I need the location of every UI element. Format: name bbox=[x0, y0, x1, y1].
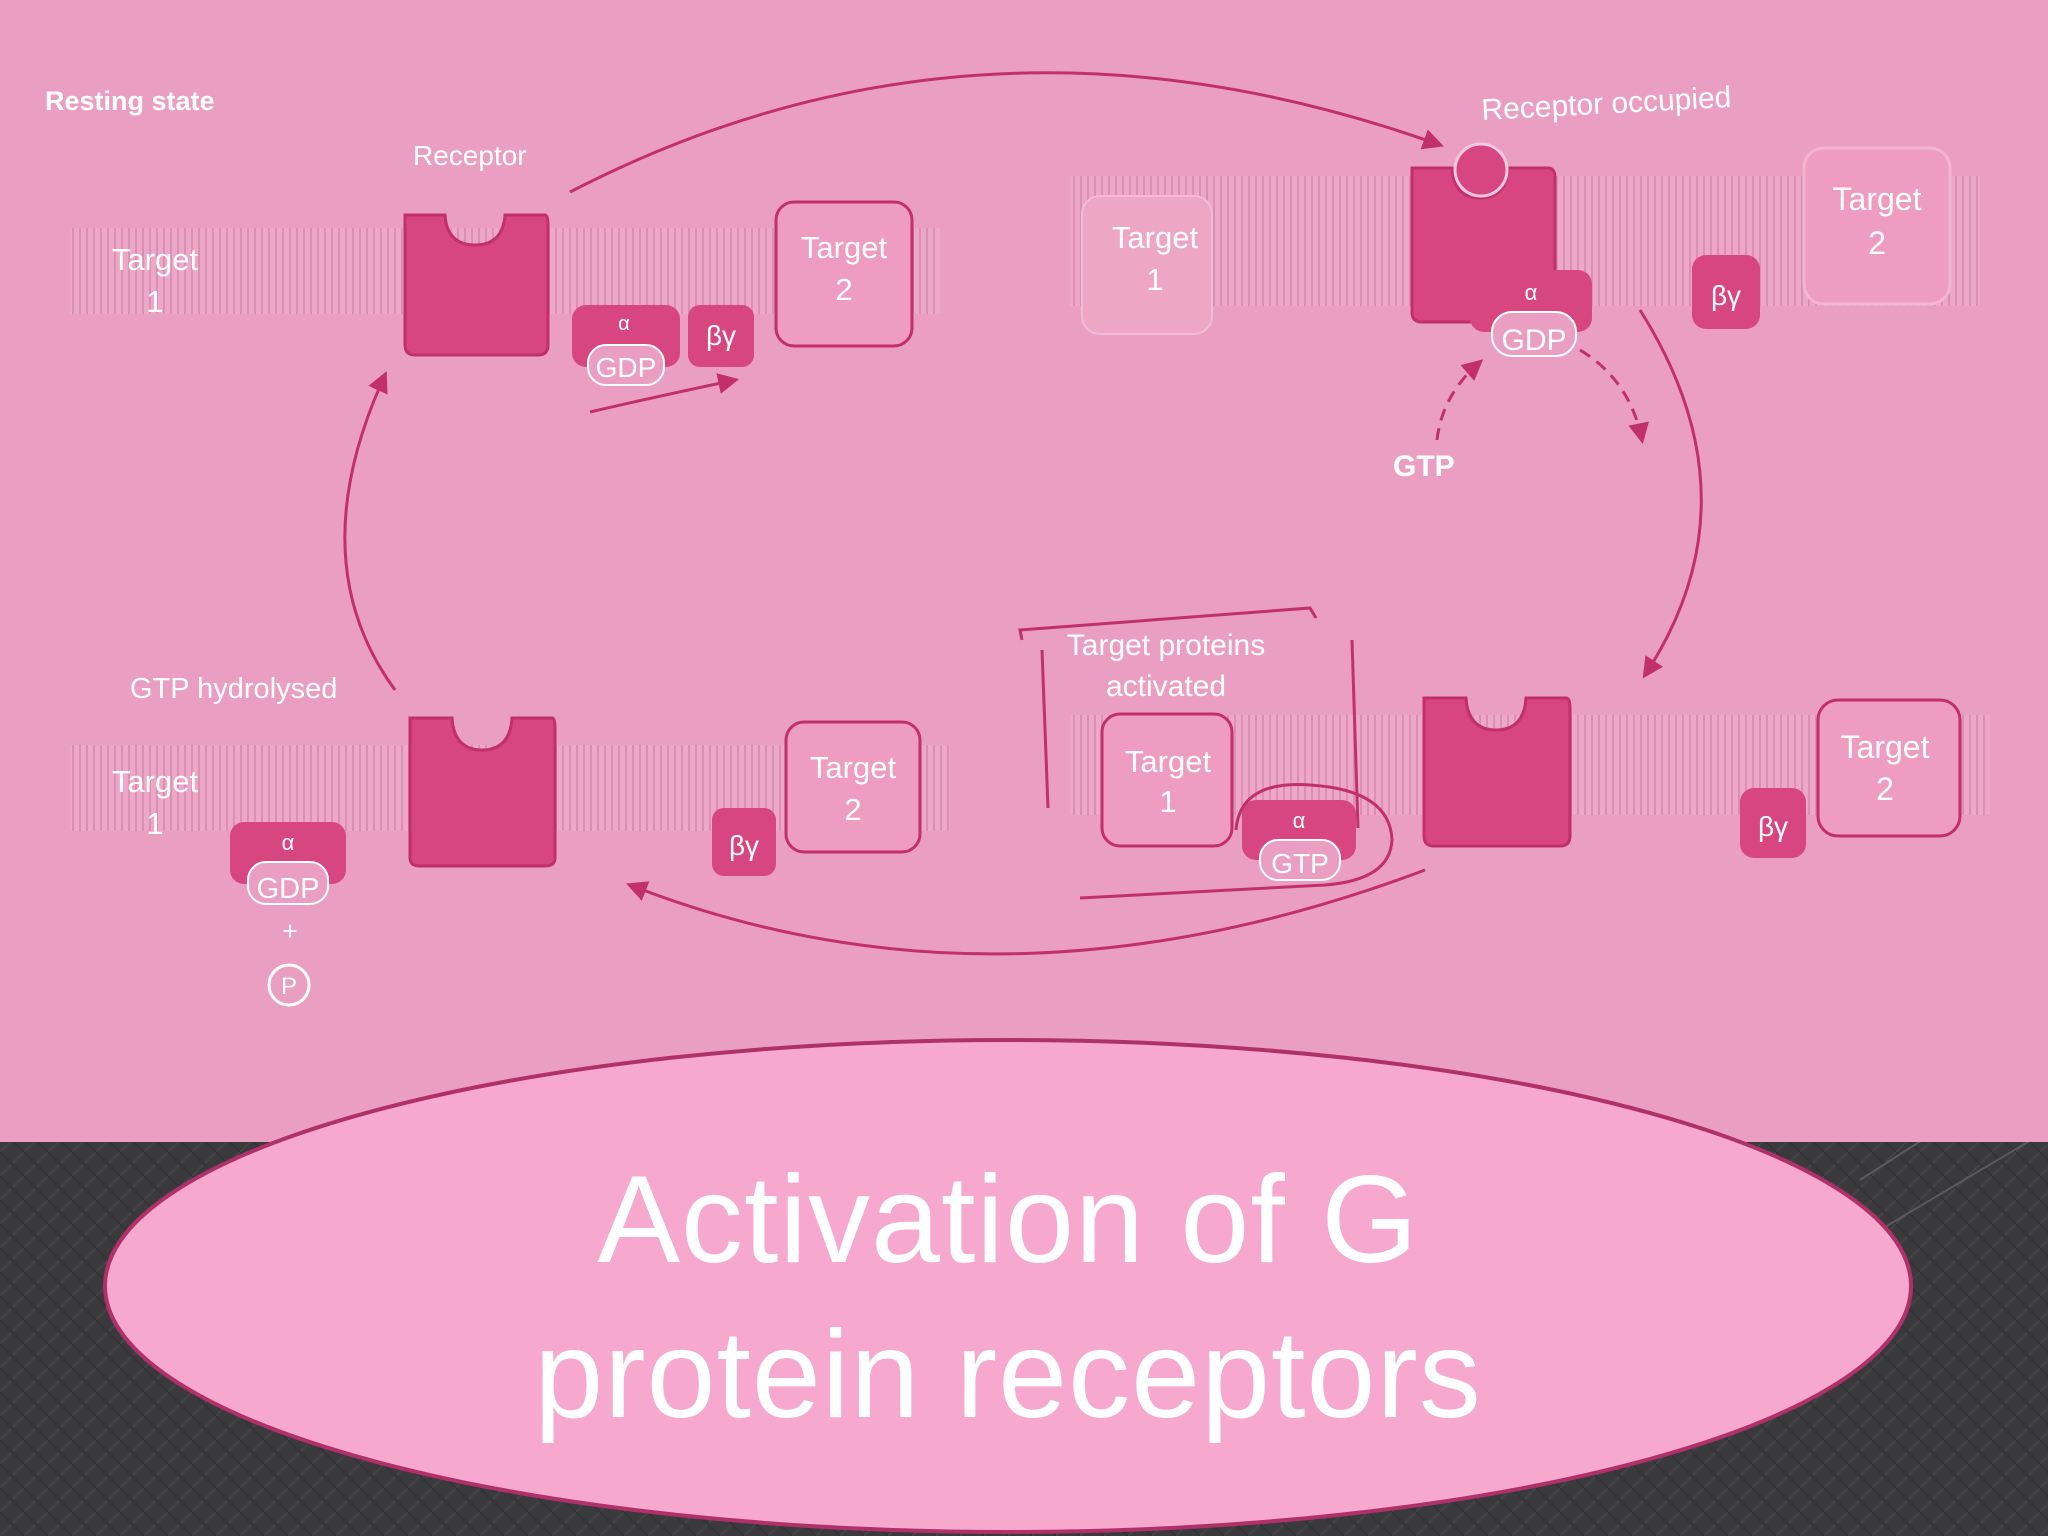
g-beta-gamma-resting: βγ bbox=[688, 305, 754, 367]
target-2-occupied: Target 2 bbox=[1802, 146, 1952, 306]
gtp-circle-mark bbox=[1079, 783, 1394, 900]
svg-text:1: 1 bbox=[1159, 784, 1176, 819]
svg-text:2: 2 bbox=[1876, 771, 1894, 807]
svg-text:P: P bbox=[281, 973, 297, 1000]
slide-title-line-1: Activation of G bbox=[597, 1151, 1419, 1289]
target-2-hydrolysed: Target 2 bbox=[784, 720, 922, 854]
g-beta-gamma-activated: βγ bbox=[1740, 788, 1806, 858]
svg-text:α: α bbox=[282, 830, 295, 855]
svg-text:βγ: βγ bbox=[729, 830, 759, 861]
target-2-activated: Target 2 bbox=[1816, 698, 1962, 838]
target-1-occupied: Target 1 bbox=[1081, 195, 1213, 335]
svg-text:GDP: GDP bbox=[1501, 324, 1566, 357]
arrow-left bbox=[343, 371, 397, 691]
g-beta-gamma-hydrolysed: βγ bbox=[712, 808, 776, 876]
arrow-top bbox=[569, 71, 1444, 194]
g-alpha-gdp-resting: α GDP bbox=[572, 305, 680, 386]
svg-text:βγ: βγ bbox=[1711, 280, 1741, 311]
svg-text:2: 2 bbox=[835, 272, 852, 307]
receptor-hydrolysed bbox=[408, 716, 557, 868]
svg-text:1: 1 bbox=[1146, 262, 1163, 297]
target-1-resting: Target 1 bbox=[112, 242, 199, 319]
svg-text:1: 1 bbox=[146, 284, 163, 319]
target-1-activated: Target 1 bbox=[1100, 712, 1234, 848]
receptor-activated bbox=[1422, 696, 1572, 848]
g-alpha-gdp-occupied: α GDP bbox=[1470, 270, 1592, 357]
label-receptor: Receptor bbox=[413, 140, 527, 171]
label-gtp-hydrolysed: GTP hydrolysed bbox=[130, 673, 337, 705]
arrow-bottom bbox=[626, 868, 1426, 956]
title-oval bbox=[103, 1038, 1913, 1534]
activated-bracket bbox=[1018, 606, 1360, 829]
svg-text:α: α bbox=[618, 313, 630, 335]
target-1-hydrolysed: Target 1 bbox=[112, 764, 199, 841]
label-gtp-free: GTP bbox=[1393, 450, 1455, 483]
svg-text:Target: Target bbox=[1112, 220, 1199, 255]
svg-text:βγ: βγ bbox=[1758, 811, 1788, 842]
svg-text:Target: Target bbox=[1833, 181, 1922, 217]
arrow-gdp-out bbox=[1579, 348, 1649, 445]
svg-text:Target: Target bbox=[1841, 729, 1930, 765]
ligand bbox=[1453, 142, 1509, 198]
svg-text:1: 1 bbox=[146, 806, 163, 841]
svg-text:Target: Target bbox=[112, 242, 199, 277]
svg-text:βγ: βγ bbox=[706, 320, 736, 351]
svg-text:Target: Target bbox=[112, 764, 199, 799]
svg-text:Target: Target bbox=[810, 750, 897, 785]
g-protein-cycle-diagram: Resting state Receptor Receptor occupied… bbox=[45, 71, 1990, 1007]
diagram-photo: Resting state Receptor Receptor occupied… bbox=[0, 0, 2048, 1142]
label-activated: activated bbox=[1106, 670, 1226, 703]
arrow-gtp-in bbox=[1435, 359, 1484, 441]
svg-text:2: 2 bbox=[1868, 225, 1886, 261]
g-beta-gamma-occupied: βγ bbox=[1692, 255, 1760, 329]
receptor-resting bbox=[403, 213, 550, 357]
label-resting-state: Resting state bbox=[45, 86, 215, 116]
g-alpha-gdp-released: α GDP bbox=[230, 822, 346, 905]
arrow-right bbox=[1638, 309, 1703, 679]
svg-text:α: α bbox=[1525, 280, 1538, 305]
svg-text:Target: Target bbox=[801, 230, 888, 265]
svg-text:GDP: GDP bbox=[257, 873, 320, 905]
g-alpha-gtp-active: α GTP bbox=[1242, 800, 1356, 881]
arrow-gdp-slide bbox=[589, 373, 740, 414]
slide-title-line-2: protein receptors bbox=[534, 1306, 1482, 1444]
svg-text:GDP: GDP bbox=[596, 352, 657, 383]
svg-text:GTP: GTP bbox=[1271, 848, 1329, 879]
svg-text:Target: Target bbox=[1125, 744, 1212, 779]
svg-text:α: α bbox=[1293, 808, 1306, 833]
plus-sign: + bbox=[282, 916, 297, 946]
phosphate: P bbox=[267, 963, 311, 1007]
label-target-proteins: Target proteins bbox=[1067, 629, 1265, 662]
target-2-resting: Target 2 bbox=[774, 200, 914, 348]
svg-text:2: 2 bbox=[844, 792, 861, 827]
label-receptor-occupied: Receptor occupied bbox=[1481, 81, 1733, 127]
